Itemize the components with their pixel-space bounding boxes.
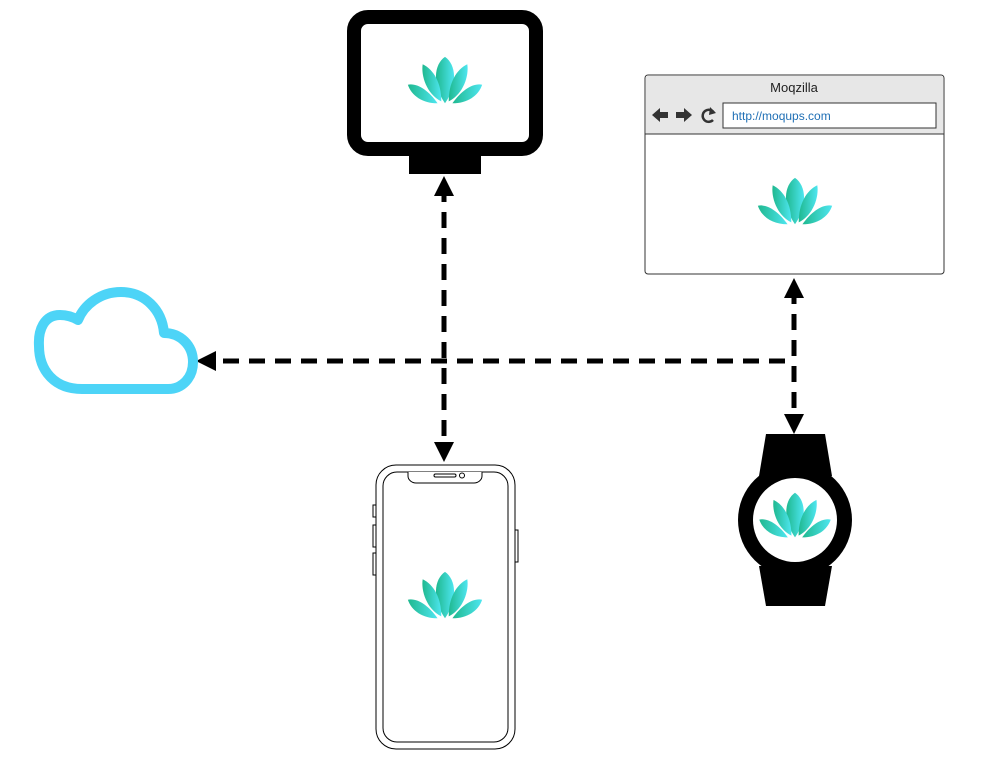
forward-arrow-icon[interactable] [676, 108, 692, 122]
browser-title: Moqzilla [770, 80, 818, 95]
reload-icon[interactable] [701, 107, 716, 124]
monitor-icon [347, 10, 543, 174]
smartphone-icon [372, 464, 519, 750]
address-bar-url: http://moqups.com [732, 109, 831, 123]
smartwatch-icon [738, 434, 852, 606]
cloud-icon [33, 287, 198, 394]
browser-window: Moqzilla http://moqups.com [644, 74, 945, 275]
connectors [196, 176, 804, 462]
address-bar[interactable] [722, 102, 937, 129]
back-arrow-icon[interactable] [652, 108, 668, 122]
